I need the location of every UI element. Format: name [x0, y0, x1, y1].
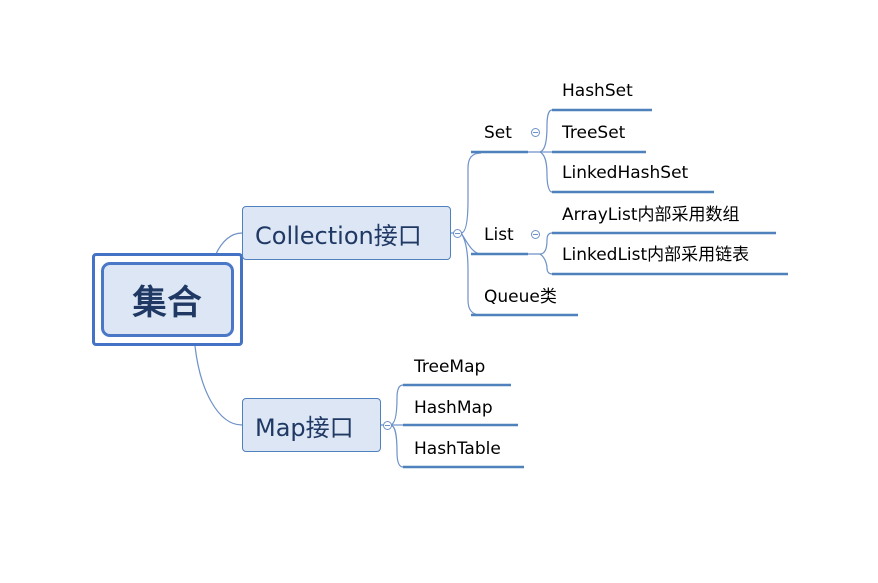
connector-set-linkedhashset — [539, 151, 553, 193]
node-hashset[interactable]: HashSet — [562, 81, 633, 101]
node-treemap[interactable]: TreeMap — [414, 357, 486, 377]
connector-map-treemap — [381, 384, 404, 426]
topic-map[interactable]: Map接口 — [242, 398, 381, 452]
topic-collection[interactable]: Collection接口 — [242, 206, 451, 260]
connector-root-map — [194, 345, 243, 426]
node-linkedlist[interactable]: LinkedList内部采用链表 — [562, 245, 750, 265]
connector-collection-queue — [460, 232, 482, 316]
node-arraylist[interactable]: ArrayList内部采用数组 — [562, 205, 740, 225]
node-queue[interactable]: Queue类 — [484, 287, 557, 307]
connector-root-collection — [214, 232, 243, 257]
collapse-map-icon[interactable] — [383, 421, 392, 430]
connector-collection-set — [451, 152, 482, 234]
connector-collection-list — [460, 232, 482, 255]
connector-map-hashtable — [389, 424, 404, 468]
topic-collection-label: Collection接口 — [255, 221, 422, 250]
connector-list-arraylist — [528, 232, 553, 255]
collapse-set-icon[interactable] — [531, 128, 540, 137]
collapse-list-icon[interactable] — [531, 230, 540, 239]
root-node[interactable]: 集合 — [92, 253, 243, 346]
collapse-collection-icon[interactable] — [453, 229, 462, 238]
root-label: 集合 — [132, 283, 203, 323]
node-treeset[interactable]: TreeSet — [562, 123, 626, 143]
connector-list-linkedlist — [539, 253, 553, 275]
node-list[interactable]: List — [484, 225, 514, 245]
node-hashtable[interactable]: HashTable — [414, 439, 501, 459]
root-node-inner: 集合 — [101, 262, 234, 337]
topic-map-label: Map接口 — [255, 413, 354, 442]
node-hashmap[interactable]: HashMap — [414, 398, 493, 418]
connector-set-hashset — [528, 109, 553, 153]
node-linkedhashset[interactable]: LinkedHashSet — [562, 163, 689, 183]
node-set[interactable]: Set — [484, 123, 512, 143]
